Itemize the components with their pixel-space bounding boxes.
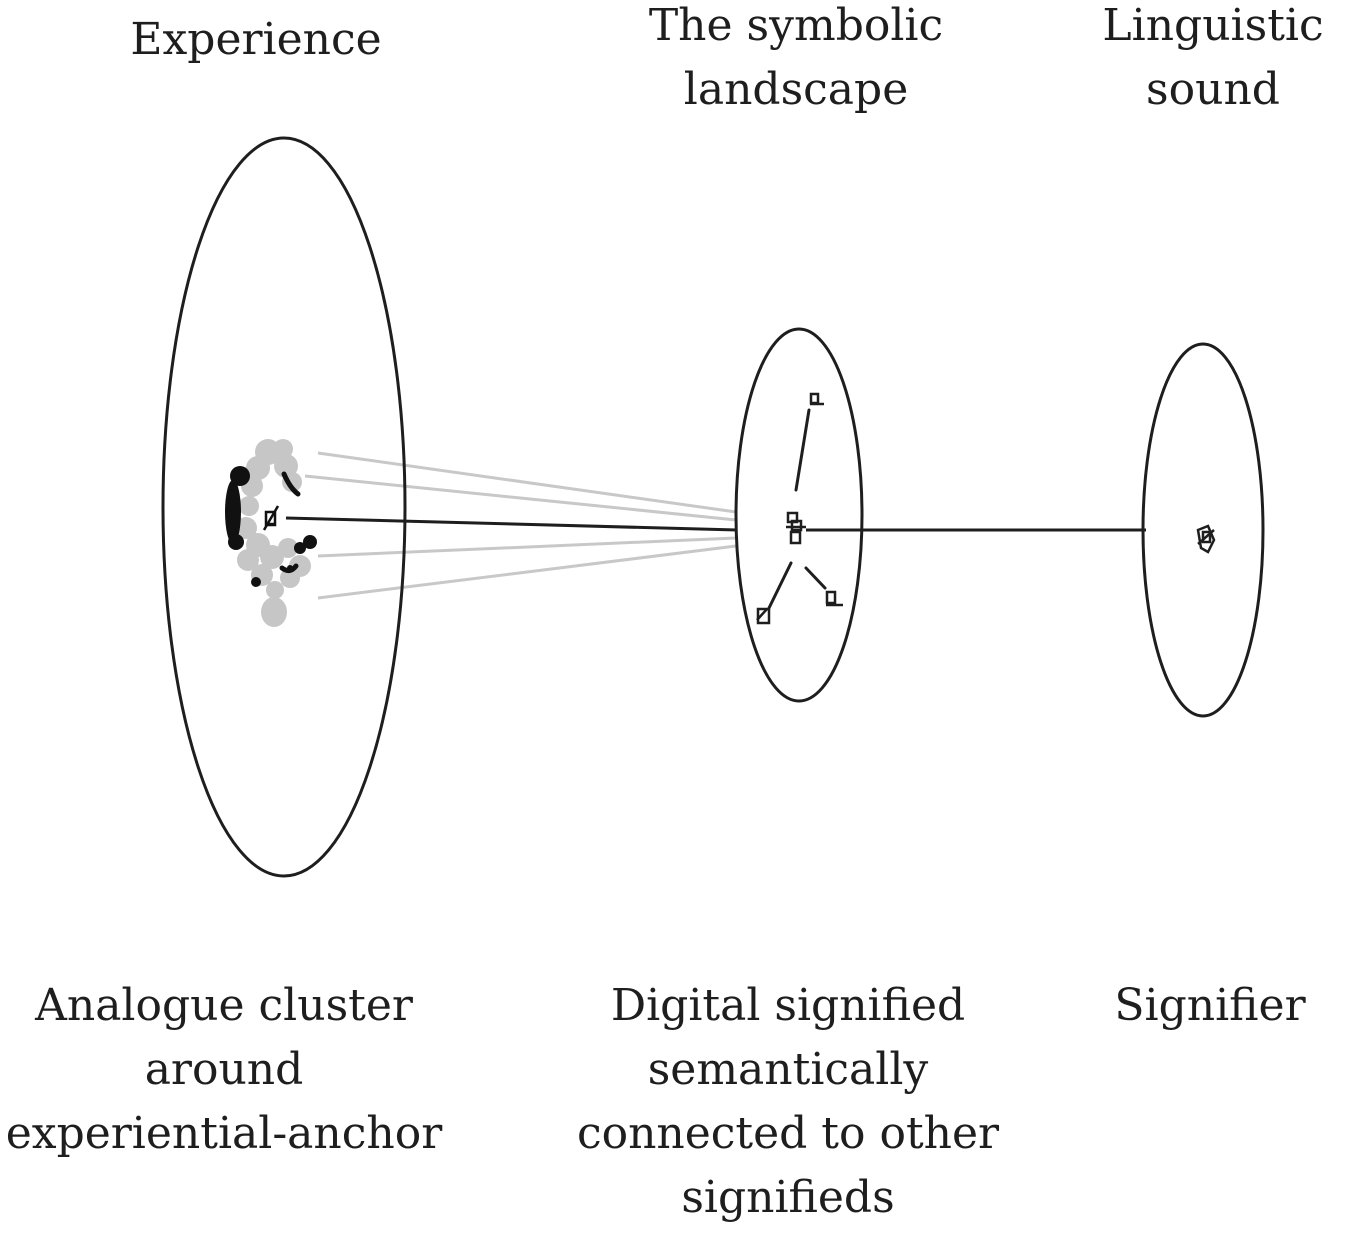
cluster-black-arcs	[279, 471, 301, 574]
header-line: Linguistic	[1102, 0, 1324, 51]
signified-network	[767, 408, 827, 610]
anchor-link	[285, 516, 738, 532]
symbolic-landscape-ellipse	[734, 327, 864, 703]
caption-line: signifieds	[681, 1172, 895, 1223]
cluster-grey-blobs	[235, 439, 311, 627]
semantic-link	[767, 561, 793, 610]
experiential-anchor-icon	[262, 505, 280, 531]
caption-digital-signified: Digital signified semantically connected…	[568, 974, 1008, 1230]
analogue-link	[317, 536, 737, 558]
header-symbolic-landscape: The symbolic landscape	[646, 0, 946, 122]
caption-line: experiential-anchor	[5, 1108, 443, 1159]
other-signified-icon-right	[825, 590, 843, 607]
analogue-links	[304, 451, 737, 600]
caption-line: Signifier	[1114, 980, 1306, 1031]
header-line: Experience	[130, 14, 382, 65]
caption-analogue-cluster: Analogue cluster around experiential-anc…	[0, 974, 448, 1166]
caption-line: Analogue cluster	[35, 980, 413, 1031]
analogue-link	[317, 544, 737, 600]
header-line: landscape	[683, 64, 909, 115]
header-linguistic-sound: Linguistic sound	[1093, 0, 1333, 122]
linguistic-sound-ellipse	[1141, 342, 1265, 718]
other-signified-icon-left	[756, 607, 771, 625]
signified-node-icon	[786, 511, 806, 545]
caption-line: connected to other	[576, 1108, 1000, 1159]
analogue-link	[317, 451, 737, 514]
analogue-link	[304, 474, 737, 522]
experience-cluster	[225, 439, 317, 627]
other-signified-icon-top	[809, 392, 824, 406]
semantic-link	[804, 566, 827, 590]
caption-line: semantically	[647, 1044, 929, 1095]
signifier-icon	[1196, 524, 1216, 554]
experience-ellipse	[161, 136, 407, 878]
caption-line: around	[144, 1044, 304, 1095]
header-experience: Experience	[106, 8, 406, 72]
semantic-link	[794, 408, 811, 492]
caption-signifier: Signifier	[1090, 974, 1330, 1038]
cluster-black-strokes	[225, 466, 317, 587]
header-line: The symbolic	[648, 0, 944, 51]
header-line: sound	[1146, 64, 1280, 115]
caption-line: Digital signified	[610, 980, 966, 1031]
